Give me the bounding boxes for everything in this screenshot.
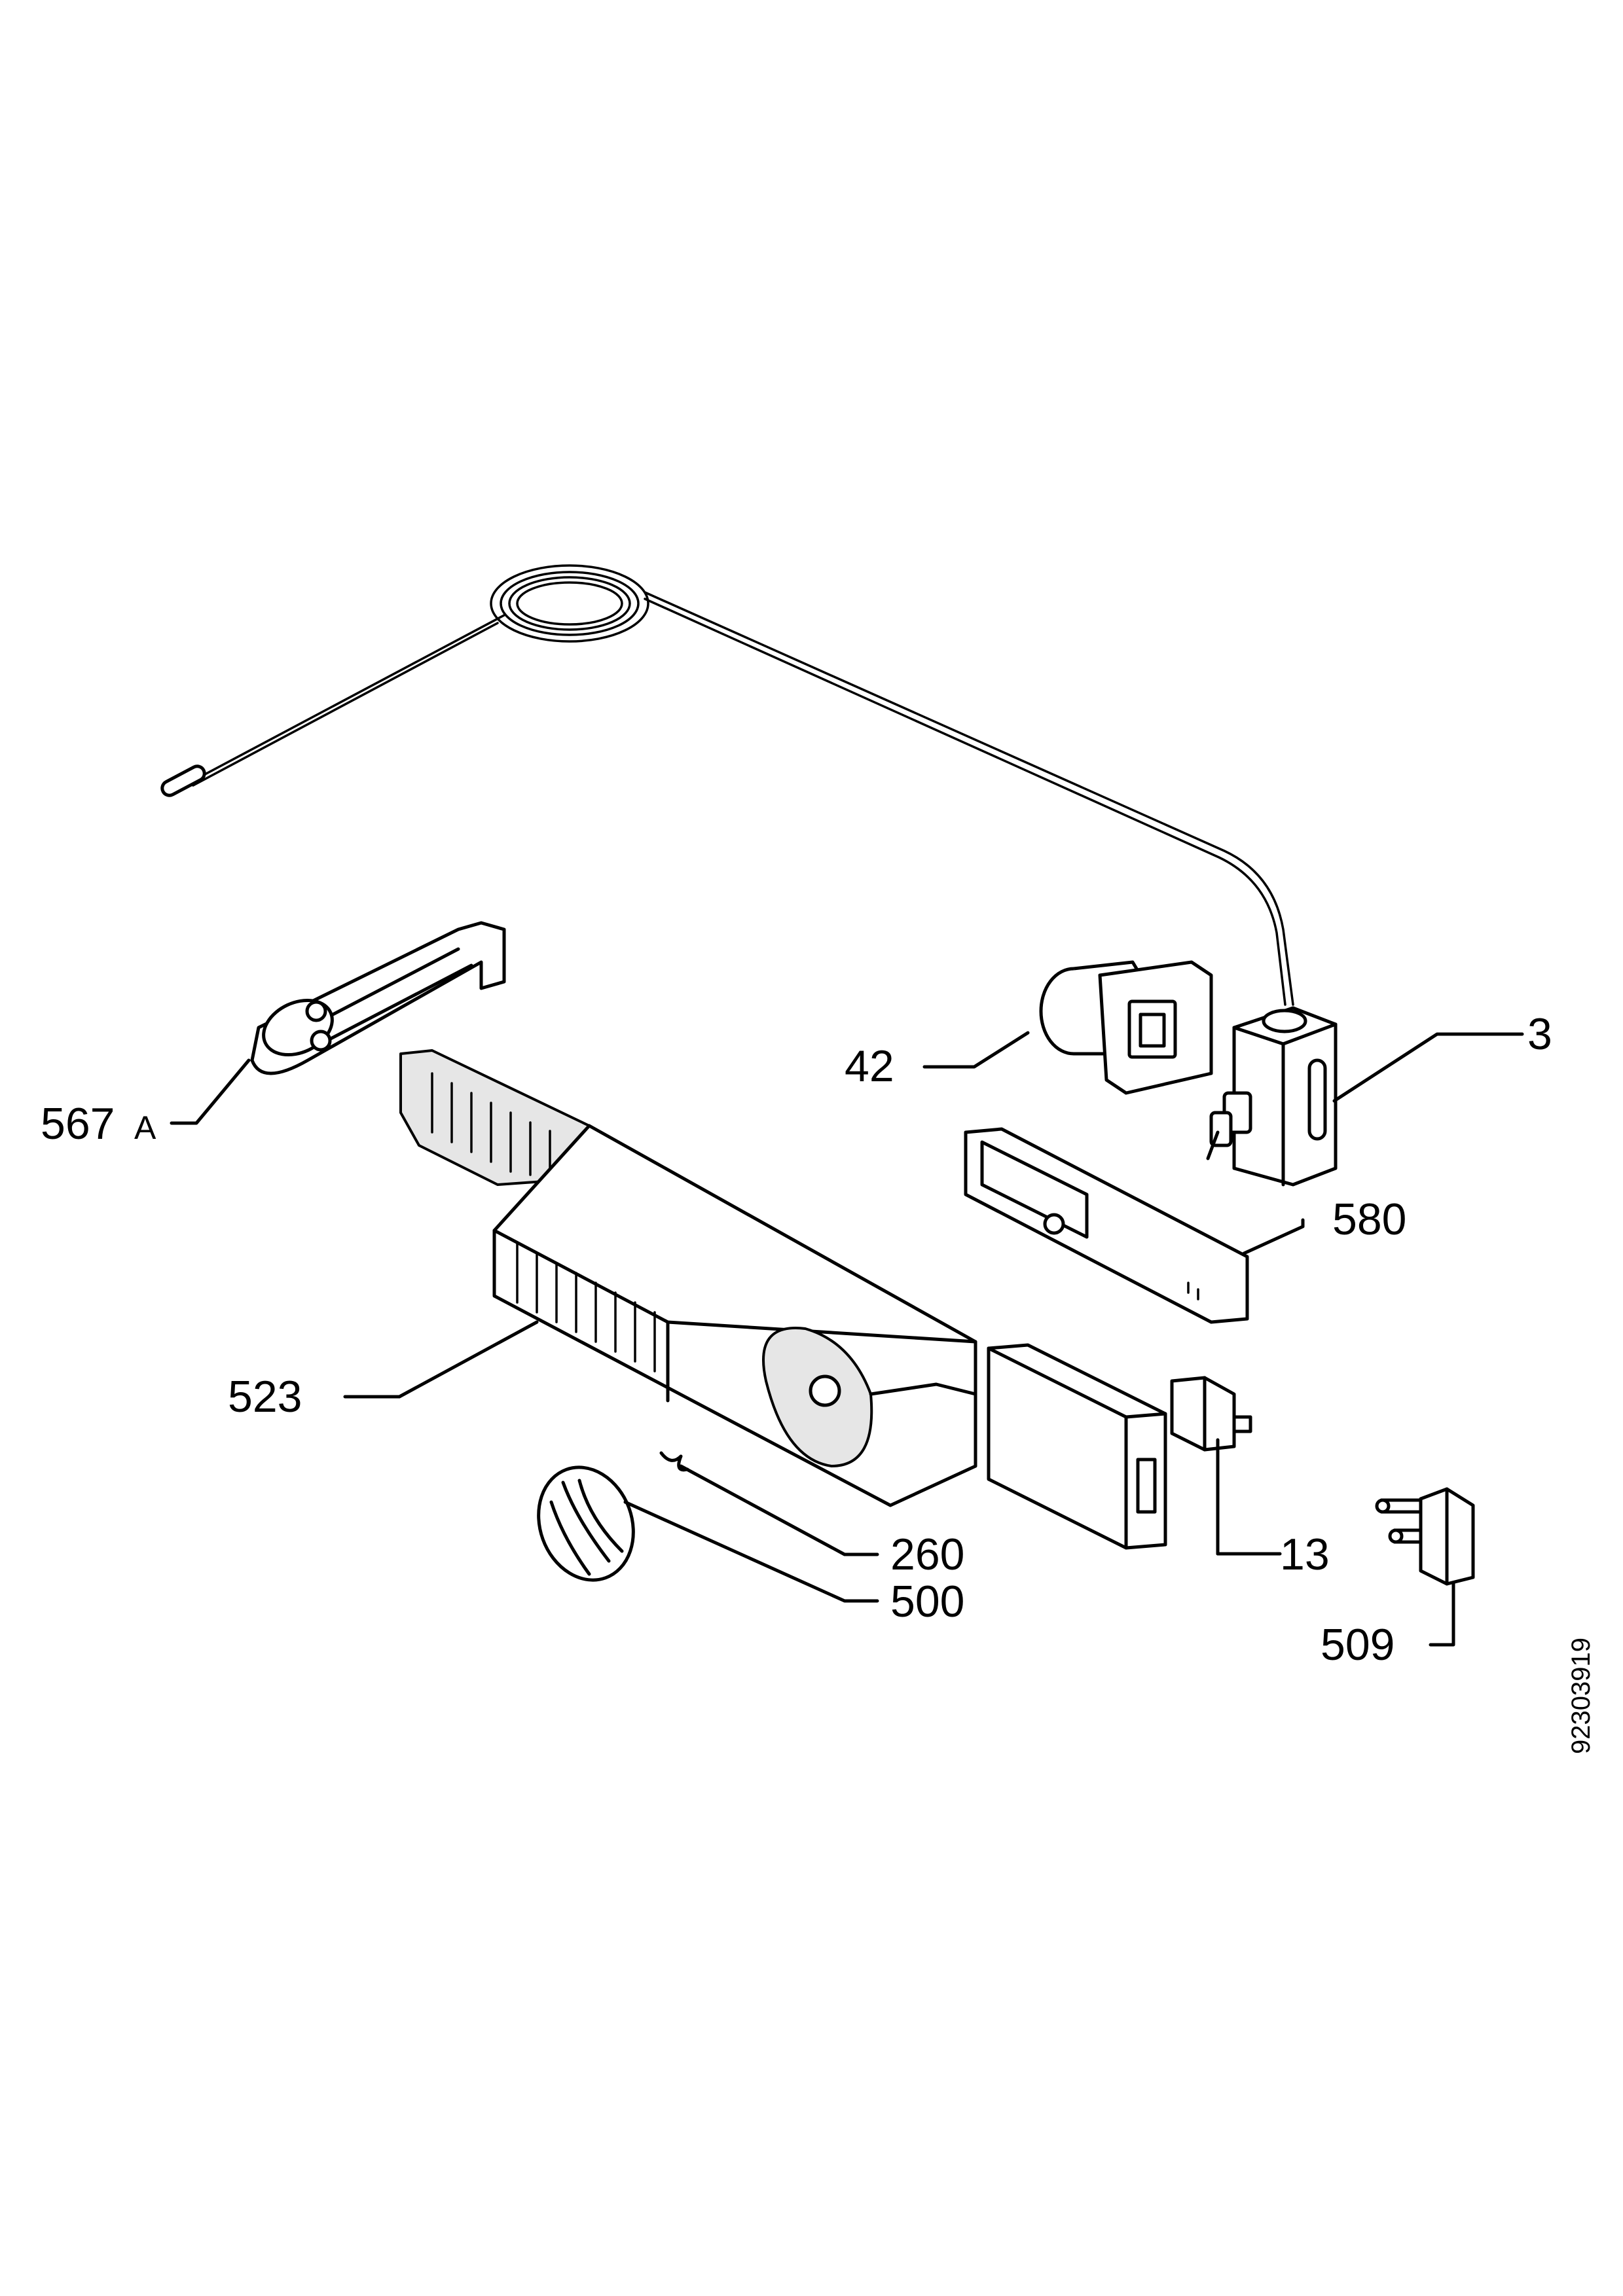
callout-500: 500 [890,1577,964,1626]
door-switch [1375,1487,1475,1586]
lamp-holder [1039,960,1213,1095]
callout-567-suffix: A [134,1109,156,1146]
switch-cover [987,1343,1167,1550]
callout-3: 3 [1527,1009,1552,1059]
callout-260: 260 [890,1530,964,1579]
callout-13: 13 [1280,1530,1330,1579]
thermostat [1206,1006,1338,1187]
lamp-cover-clip [250,921,506,1075]
callout-567: 567 [41,1099,115,1149]
capillary-tube [160,564,1294,1006]
drawing-number: 92303919 [1567,1638,1596,1754]
scale-plate [964,1127,1249,1324]
leader-lines [170,1031,1524,1647]
switch [1170,1376,1252,1452]
callout-509: 509 [1321,1620,1395,1670]
callout-580: 580 [1332,1194,1406,1244]
callout-523: 523 [228,1372,302,1422]
control-housing [399,1049,977,1507]
spring-clip [659,1451,689,1472]
knob [537,1465,635,1582]
callout-42: 42 [845,1041,894,1091]
